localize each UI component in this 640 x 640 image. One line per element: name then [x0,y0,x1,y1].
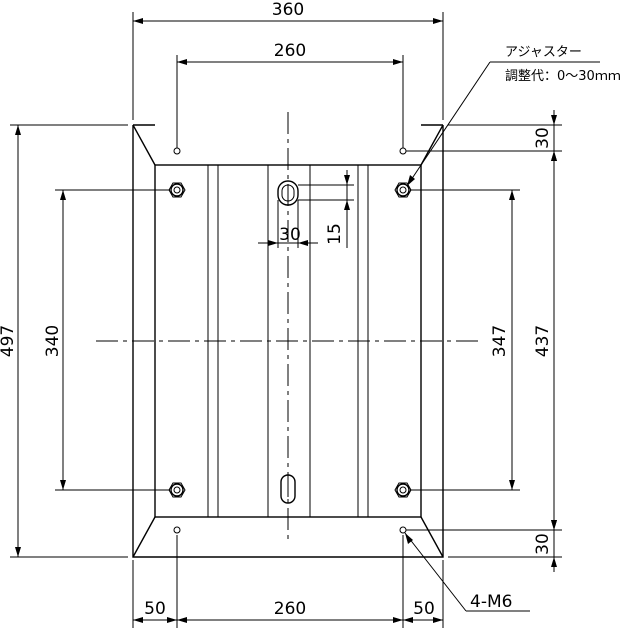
dim-bottom-pitch-label: 260 [274,599,306,619]
dim-right-offset-label: 50 [413,599,435,619]
bottom-slot [280,474,296,504]
dim-top-edge-offset [448,110,562,161]
dim-overall-height [10,124,128,558]
dim-left-offset-label: 50 [144,599,166,619]
adjuster-leader [406,61,600,187]
adjuster-label: アジャスター [505,45,582,60]
adjuster-nut-top-left [168,182,186,198]
dim-slot-height [298,170,354,248]
m6-leader [404,532,530,612]
top-slot [277,180,299,206]
hole-spec-label: 4-M6 [470,592,512,612]
dim-left-vertical [55,189,170,491]
adjuster-nut-bottom-left [168,482,186,498]
dim-overall-width [132,12,444,120]
dim-slot-height-label: 15 [325,223,345,245]
dim-bottom-row [132,535,444,628]
adjuster-nut-top-right [394,182,412,198]
dim-slot-width [258,200,318,248]
dim-top-pitch [176,55,404,148]
dim-slot-width-label: 30 [279,225,301,245]
dim-bottom-edge-offset [448,520,562,572]
dim-overall-width-label: 360 [272,0,304,20]
dim-adjuster-vertical-label: 437 [533,325,553,357]
dim-left-vertical-label: 340 [43,325,63,357]
dim-right-vertical [410,189,520,491]
dim-overall-height-label: 497 [0,325,18,357]
dim-right-vertical-label: 347 [490,325,510,357]
dim-top-pitch-label: 260 [274,41,306,61]
dim-bottom-edge-offset-label: 30 [533,533,553,555]
adjuster-nut-bottom-right [394,482,412,498]
dim-top-edge-offset-label: 30 [533,127,553,149]
adjuster-range: 調整代：0～30ｍｍ [505,69,621,84]
